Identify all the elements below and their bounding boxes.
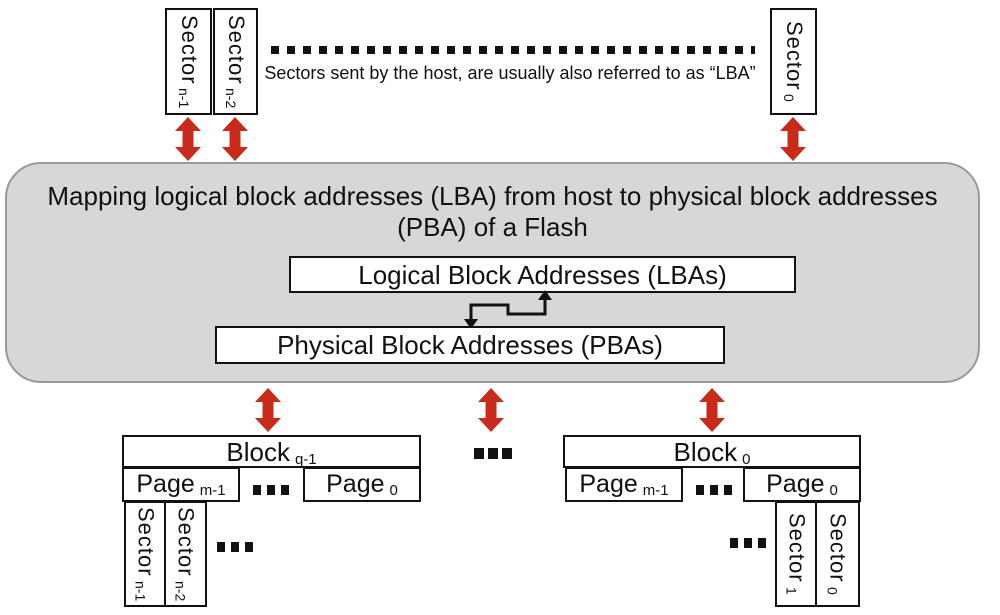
sector-1-box: Sector1 [775,501,817,607]
subscript: 0 [780,94,797,103]
subscript: m-1 [642,482,669,499]
bidirectional-arrow-icon [699,388,725,432]
ellipsis-dots [271,46,755,54]
lba-box-label: Logical Block Addresses (LBAs) [358,259,727,290]
host-sector-n-1-label: Sectorn-1 [175,14,203,109]
lba-pba-connector-icon [455,288,561,330]
ellipsis-dots [474,448,512,459]
bidirectional-arrow-icon [478,388,504,432]
host-sector-n-2-box: Sectorn-2 [213,8,258,115]
subscript: 0 [824,586,841,595]
bidirectional-arrow-icon [255,388,281,432]
subscript: 1 [783,586,800,595]
mapping-panel-title-line1: Mapping logical block addresses (LBA) fr… [47,181,938,211]
bidirectional-arrow-icon [780,117,806,161]
sector-n-2-box: Sectorn-2 [163,501,207,607]
subscript: n-1 [175,88,192,109]
bidirectional-arrow-icon [175,117,201,161]
subscript: 0 [742,450,751,468]
sector-n-1-box: Sectorn-1 [124,501,166,607]
sector-n-1-label: Sectorn-1 [132,507,159,601]
subscript: 0 [389,482,398,499]
subscript: n-2 [222,88,239,109]
ellipsis-dots [253,485,289,495]
ellipsis-dots [696,485,732,495]
subscript: n-2 [172,580,189,601]
sector-0-label: Sector0 [824,513,851,595]
ellipsis-dots [730,538,766,548]
subscript: m-1 [199,482,226,499]
ellipsis-dots [217,542,253,552]
sector-n-2-label: Sectorn-2 [172,507,199,601]
subscript: q-1 [294,450,317,468]
sector-1-label: Sector1 [783,513,810,595]
pba-box-label: Physical Block Addresses (PBAs) [277,330,663,360]
pba-box: Physical Block Addresses (PBAs) [215,326,725,364]
host-sector-n-2-label: Sectorn-2 [222,14,250,109]
subscript: 0 [829,482,838,499]
host-sector-0-label: Sector0 [780,20,808,103]
mapping-panel-title-line2: (PBA) of a Flash [397,212,588,242]
host-sector-n-1-box: Sectorn-1 [165,8,212,115]
sector-0-box: Sector0 [814,501,860,607]
lba-box: Logical Block Addresses (LBAs) [289,256,796,293]
host-sectors-caption: Sectors sent by the host, are usually al… [264,63,756,83]
bidirectional-arrow-icon [222,117,248,161]
host-sector-0-box: Sector0 [770,8,817,115]
subscript: n-1 [132,580,149,601]
